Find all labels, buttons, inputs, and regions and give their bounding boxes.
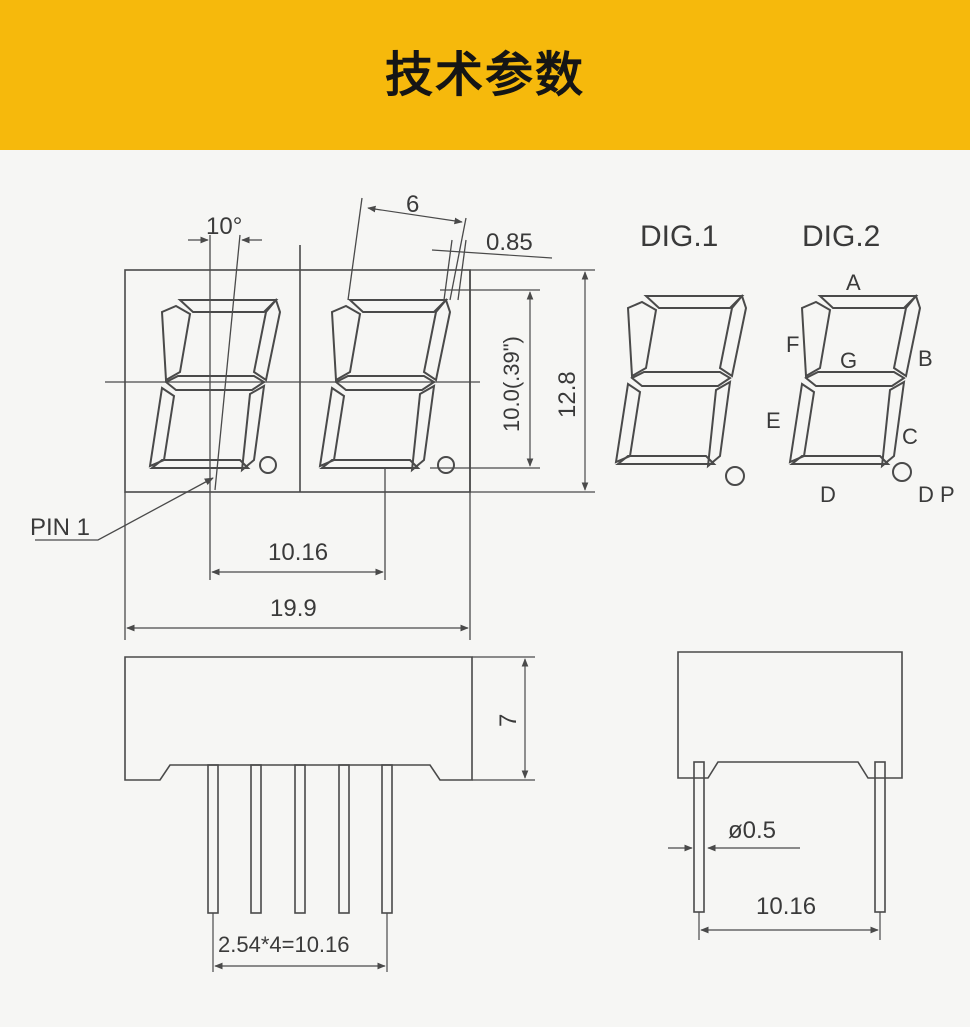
side-view-labels: 7 2.54*4=10.16 xyxy=(218,714,522,957)
front-view xyxy=(35,197,595,640)
extension-line xyxy=(449,217,467,301)
segment-e xyxy=(788,382,816,464)
end-pin xyxy=(693,761,705,913)
segment xyxy=(706,380,732,469)
dig2-digit xyxy=(788,293,922,482)
segment xyxy=(160,304,192,382)
pin xyxy=(294,764,306,914)
segment-g xyxy=(804,371,906,387)
angle-label: 10° xyxy=(206,213,242,240)
segment-width-label: 6 xyxy=(406,191,419,218)
segment xyxy=(252,297,282,382)
technical-drawing: 10° 6 0.85 10.0(.39") 12.8 PIN 1 10.16 1… xyxy=(30,191,955,972)
depth-label: 7 xyxy=(495,714,522,727)
pin xyxy=(207,764,219,914)
segment xyxy=(319,459,421,469)
seg-d-label: D xyxy=(820,482,836,507)
digit-2-front xyxy=(318,297,455,474)
front-view-labels: 10° 6 0.85 10.0(.39") 12.8 PIN 1 10.16 1… xyxy=(30,191,581,622)
pin1-leader xyxy=(35,477,214,541)
seg-g-label: G xyxy=(840,348,857,373)
segment xyxy=(615,455,717,465)
body-width-label: 19.9 xyxy=(270,595,317,622)
header-banner: 技术参数 xyxy=(0,0,970,150)
decimal-point xyxy=(892,462,912,482)
seg-e-label: E xyxy=(766,408,781,433)
segment xyxy=(718,293,748,378)
dig1-label: DIG.1 xyxy=(640,220,718,253)
dig1-digit xyxy=(614,293,748,486)
decimal-point xyxy=(725,466,745,486)
end-body-outline xyxy=(677,651,903,779)
pin xyxy=(338,764,350,914)
segment-f xyxy=(800,300,832,378)
end-view xyxy=(668,651,903,940)
segment xyxy=(422,297,452,382)
pin-pitch-label: 2.54*4=10.16 xyxy=(218,932,350,957)
digit-height-label: 10.0(.39") xyxy=(499,336,524,432)
segment-c xyxy=(880,380,906,469)
pin-diameter-label: ø0.5 xyxy=(728,817,776,844)
segment xyxy=(614,382,642,464)
dig2-label: DIG.2 xyxy=(802,220,880,253)
dimension-line xyxy=(367,205,463,225)
segment xyxy=(330,304,362,382)
pin xyxy=(250,764,262,914)
segment xyxy=(177,299,279,313)
slant-angle-line xyxy=(214,234,241,491)
segment-d xyxy=(789,455,891,465)
pin xyxy=(381,764,393,914)
segment xyxy=(410,384,436,473)
dp-label: D P xyxy=(918,482,955,507)
page-title: 技术参数 xyxy=(384,47,585,103)
side-body-outline xyxy=(124,656,473,781)
segment xyxy=(164,375,266,391)
row-spacing-label: 10.16 xyxy=(756,893,816,920)
pin1-label: PIN 1 xyxy=(30,514,90,541)
segment-a xyxy=(817,295,919,309)
seg-c-label: C xyxy=(902,424,918,449)
segment xyxy=(643,295,745,309)
end-pin xyxy=(874,761,886,913)
segment-map-labels: DIG.1 DIG.2 A B C D E F G D P xyxy=(640,220,955,507)
segment-map xyxy=(614,293,922,486)
digit-pitch-label: 10.16 xyxy=(268,539,328,566)
segment-thickness-label: 0.85 xyxy=(486,229,533,256)
dimension-line xyxy=(431,249,553,259)
digit-1-front xyxy=(148,297,282,474)
end-view-labels: ø0.5 10.16 xyxy=(728,817,816,920)
segment-b xyxy=(892,293,922,378)
segment xyxy=(347,299,449,313)
segment xyxy=(149,459,251,469)
body-height-label: 12.8 xyxy=(554,371,581,418)
segment xyxy=(334,375,436,391)
seg-a-label: A xyxy=(846,270,861,295)
extension-line xyxy=(347,197,363,301)
segment xyxy=(148,386,176,468)
decimal-point xyxy=(437,456,455,474)
segment xyxy=(240,384,266,473)
segment xyxy=(630,371,732,387)
seg-f-label: F xyxy=(786,332,799,357)
segment xyxy=(318,386,346,468)
segment xyxy=(626,300,658,378)
decimal-point xyxy=(259,456,277,474)
side-view xyxy=(124,656,535,972)
display-body-outline xyxy=(124,269,471,493)
seg-b-label: B xyxy=(918,346,933,371)
